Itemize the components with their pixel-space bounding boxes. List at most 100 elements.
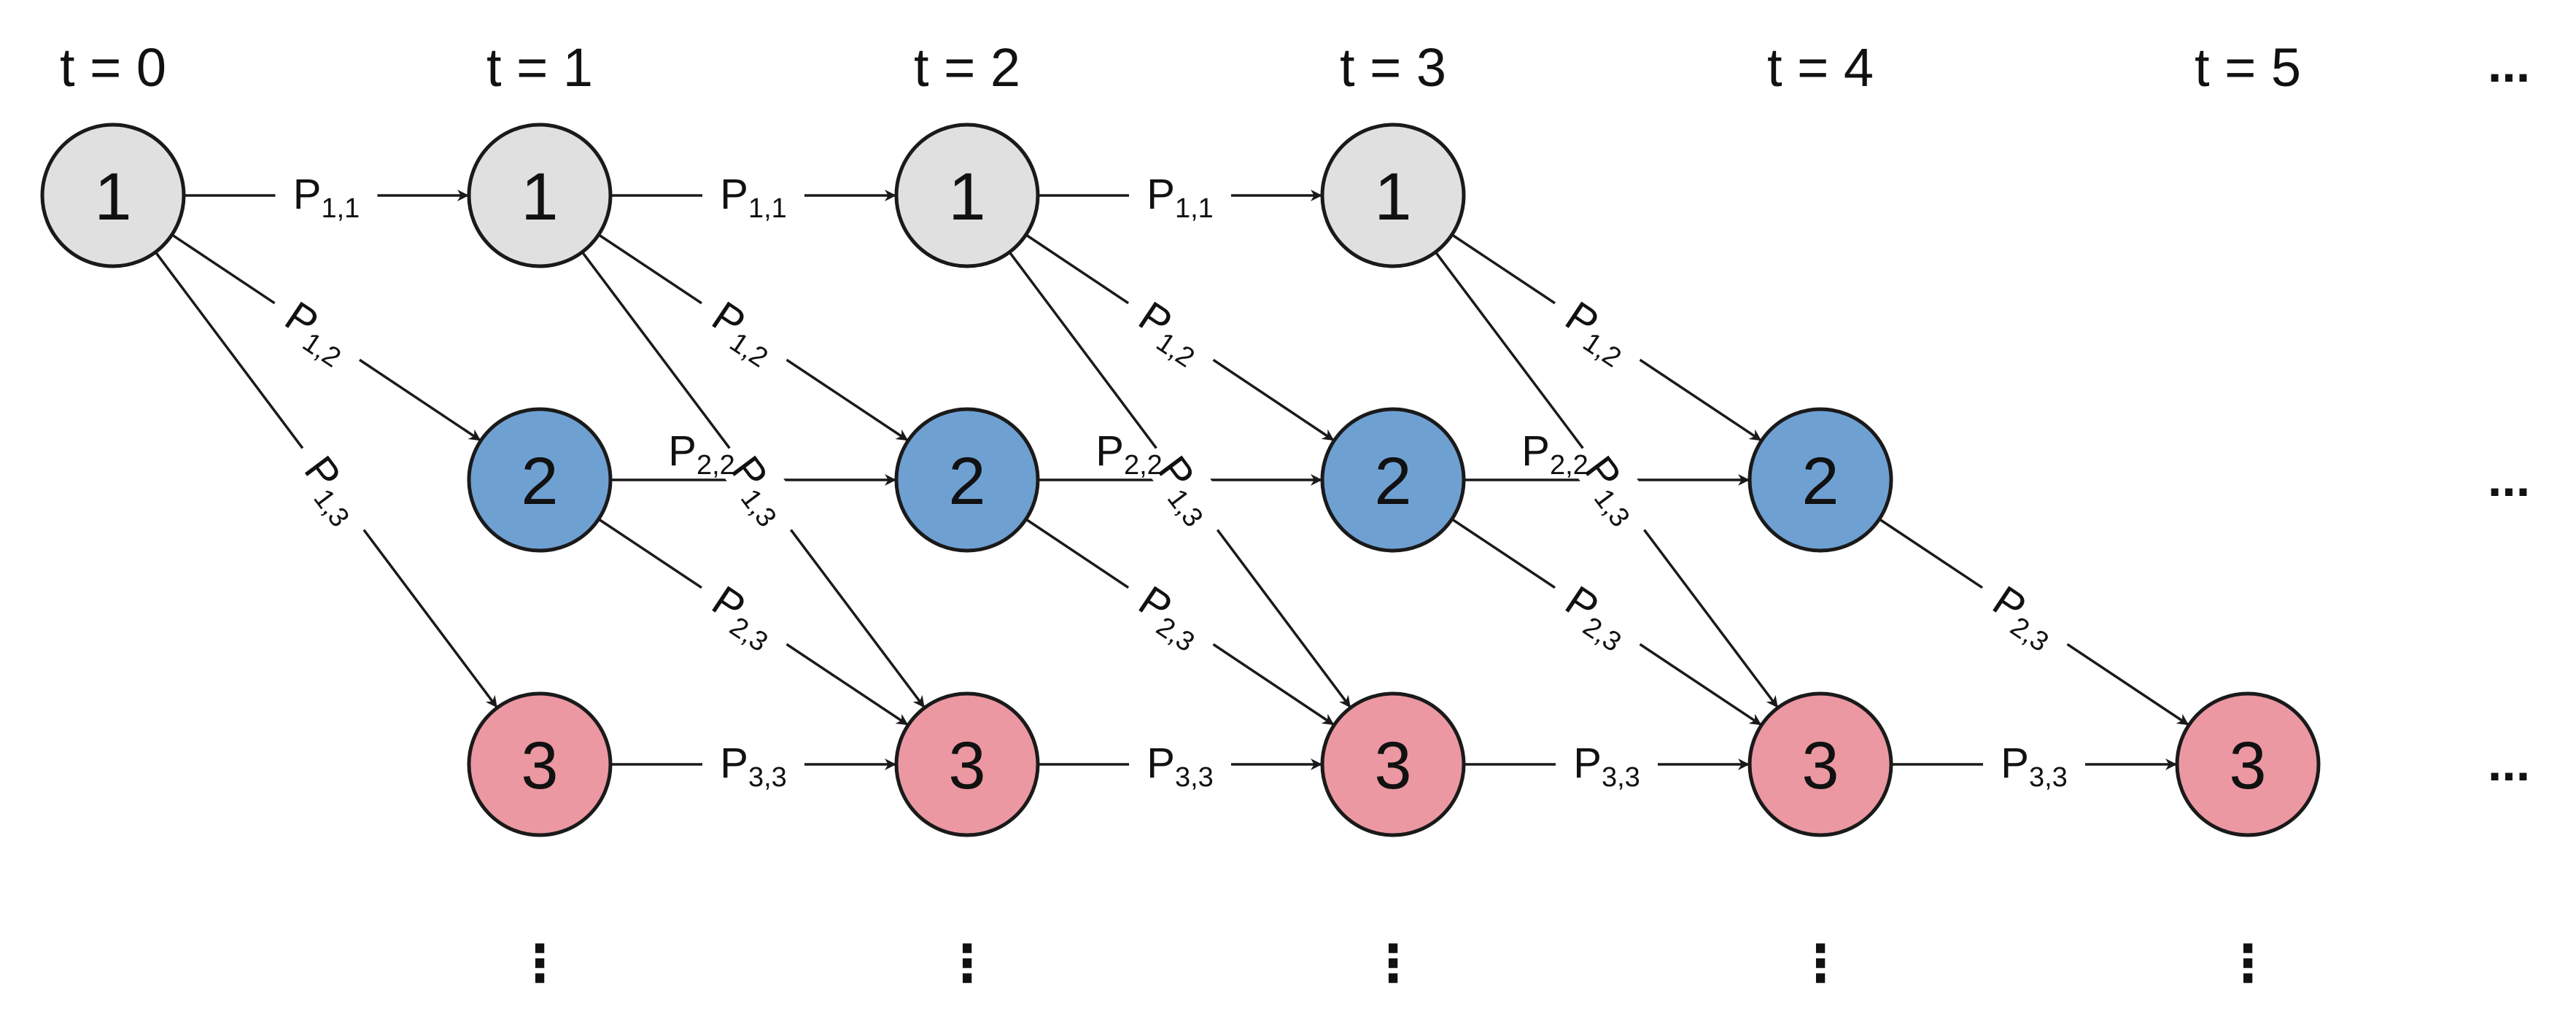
time-label-t5: t = 5 <box>2195 37 2301 98</box>
edge-label-background <box>1543 282 1654 379</box>
state-node-label: 2 <box>521 444 558 519</box>
edge-label-group-p33: P3,3 <box>1556 740 1658 793</box>
state-node-1-t1: 1 <box>467 123 613 268</box>
state-node-2-t3: 2 <box>1320 407 1466 553</box>
state-node-3-t4: 3 <box>1747 691 1893 837</box>
state-node-circle <box>2175 691 2321 837</box>
edge-label-group-p12: P1,2 <box>1543 282 1654 379</box>
state-node-label: 3 <box>2229 729 2266 803</box>
state-node-label: 3 <box>948 729 985 803</box>
state-node-label: 3 <box>1801 729 1839 803</box>
edge-label-group-p12: P1,2 <box>1116 282 1227 379</box>
state-node-label: 2 <box>948 444 985 519</box>
state-node-circle <box>894 691 1040 837</box>
edge-label-background <box>689 567 801 663</box>
edge-label-group-p12: P1,2 <box>262 282 373 379</box>
edge-label-background <box>1116 567 1227 663</box>
edge-label-group-p33: P3,3 <box>1129 740 1231 793</box>
edge-label-group-p22: P2,2 <box>1095 427 1163 481</box>
edge-label-p33: P3,3 <box>2001 740 2068 793</box>
edge-label-p33: P3,3 <box>720 740 787 793</box>
state-node-label: 1 <box>521 160 558 234</box>
state-node-3-t1: 3 <box>467 691 613 837</box>
state-node-circle <box>894 123 1040 268</box>
state-node-circle <box>1747 691 1893 837</box>
edge-label-background <box>712 433 811 543</box>
state-nodes: 1 1 1 1 2 2 2 2 3 3 3 3 3 <box>40 123 2321 837</box>
edge-label-p11: P1,1 <box>293 171 360 224</box>
edge-label-background <box>702 171 804 217</box>
vertical-ellipsis-t3: ⋮ <box>1367 935 1419 992</box>
edge-label-group-p23: P2,3 <box>689 567 801 663</box>
state-node-circle <box>40 123 186 268</box>
state-node-1-t2: 1 <box>894 123 1040 268</box>
edge-label-p11: P1,1 <box>1147 171 1214 224</box>
time-labels: t = 0 t = 1 t = 2 t = 3 t = 4 t = 5 <box>60 37 2301 98</box>
state-node-1-t3: 1 <box>1320 123 1466 268</box>
time-label-t3: t = 3 <box>1340 37 1446 98</box>
state-node-2-t1: 2 <box>467 407 613 553</box>
edge-label-group-p23: P2,3 <box>1116 567 1227 663</box>
state-node-label: 3 <box>521 729 558 803</box>
vertical-ellipsis-t1: ⋮ <box>514 935 565 992</box>
continuation-markers: ... ... ... ⋮ ⋮ ⋮ ⋮ ⋮ <box>514 36 2530 992</box>
edge-label-background <box>1556 740 1658 786</box>
ellipsis-time-continues: ... <box>2488 36 2530 93</box>
edge-label-p33: P3,3 <box>1147 740 1214 793</box>
edge-label-background <box>1138 433 1238 543</box>
edge-label-group-p11: P1,1 <box>275 171 378 224</box>
state-node-3-t3: 3 <box>1320 691 1466 837</box>
state-node-label: 1 <box>948 160 985 234</box>
edge-label-group-p13: P1,3 <box>1138 433 1238 543</box>
edge-label-p22: P2,2 <box>668 427 735 481</box>
edge-label-background <box>702 740 804 786</box>
ellipsis-row-2-continues: ... <box>2488 450 2530 507</box>
edge-label-group-p22: P2,2 <box>1521 427 1588 481</box>
edge-label-group-p11: P1,1 <box>702 171 804 224</box>
state-node-label: 1 <box>94 160 131 234</box>
edge-label-p33: P3,3 <box>1573 740 1640 793</box>
edge-label-background <box>1129 171 1231 217</box>
edge-label-background <box>1970 567 2082 663</box>
edge-label-group-p12: P1,2 <box>689 282 801 379</box>
edge-label-p22: P2,2 <box>1095 427 1163 481</box>
state-node-circle <box>467 691 613 837</box>
state-node-2-t2: 2 <box>894 407 1040 553</box>
edge-label-group-p33: P3,3 <box>1983 740 2085 793</box>
edge-label-background <box>1983 740 2085 786</box>
edge-label-p11: P1,1 <box>720 171 787 224</box>
edge-label-background <box>1129 740 1231 786</box>
edge-label-background <box>275 171 378 217</box>
state-node-circle <box>1320 407 1466 553</box>
state-node-2-t4: 2 <box>1747 407 1893 553</box>
edge-label-group-p11: P1,1 <box>1129 171 1231 224</box>
edge-label-background <box>262 282 373 379</box>
state-node-circle <box>1320 691 1466 837</box>
edge-label-group-p13: P1,3 <box>284 433 384 543</box>
vertical-ellipsis-t5: ⋮ <box>2222 935 2273 992</box>
edge-label-p22: P2,2 <box>1521 427 1588 481</box>
time-label-t0: t = 0 <box>60 37 166 98</box>
state-node-circle <box>1320 123 1466 268</box>
edge-label-background <box>1565 433 1664 543</box>
edge-label-group-p33: P3,3 <box>702 740 804 793</box>
time-label-t4: t = 4 <box>1767 37 1874 98</box>
edge-label-group-p23: P2,3 <box>1543 567 1654 663</box>
edge-label-background <box>284 433 384 543</box>
edge-label-background <box>689 282 801 379</box>
edge-label-background <box>1543 567 1654 663</box>
edge-label-background <box>1116 282 1227 379</box>
state-node-1-t0: 1 <box>40 123 186 268</box>
vertical-ellipsis-t4: ⋮ <box>1795 935 1846 992</box>
vertical-ellipsis-t2: ⋮ <box>942 935 993 992</box>
state-node-circle <box>467 123 613 268</box>
edge-label-group-p23: P2,3 <box>1970 567 2082 663</box>
state-node-label: 2 <box>1374 444 1411 519</box>
state-node-label: 1 <box>1374 160 1411 234</box>
time-label-t2: t = 2 <box>914 37 1020 98</box>
ellipsis-row-3-continues: ... <box>2488 734 2530 791</box>
time-label-t1: t = 1 <box>486 37 593 98</box>
state-node-circle <box>1747 407 1893 553</box>
